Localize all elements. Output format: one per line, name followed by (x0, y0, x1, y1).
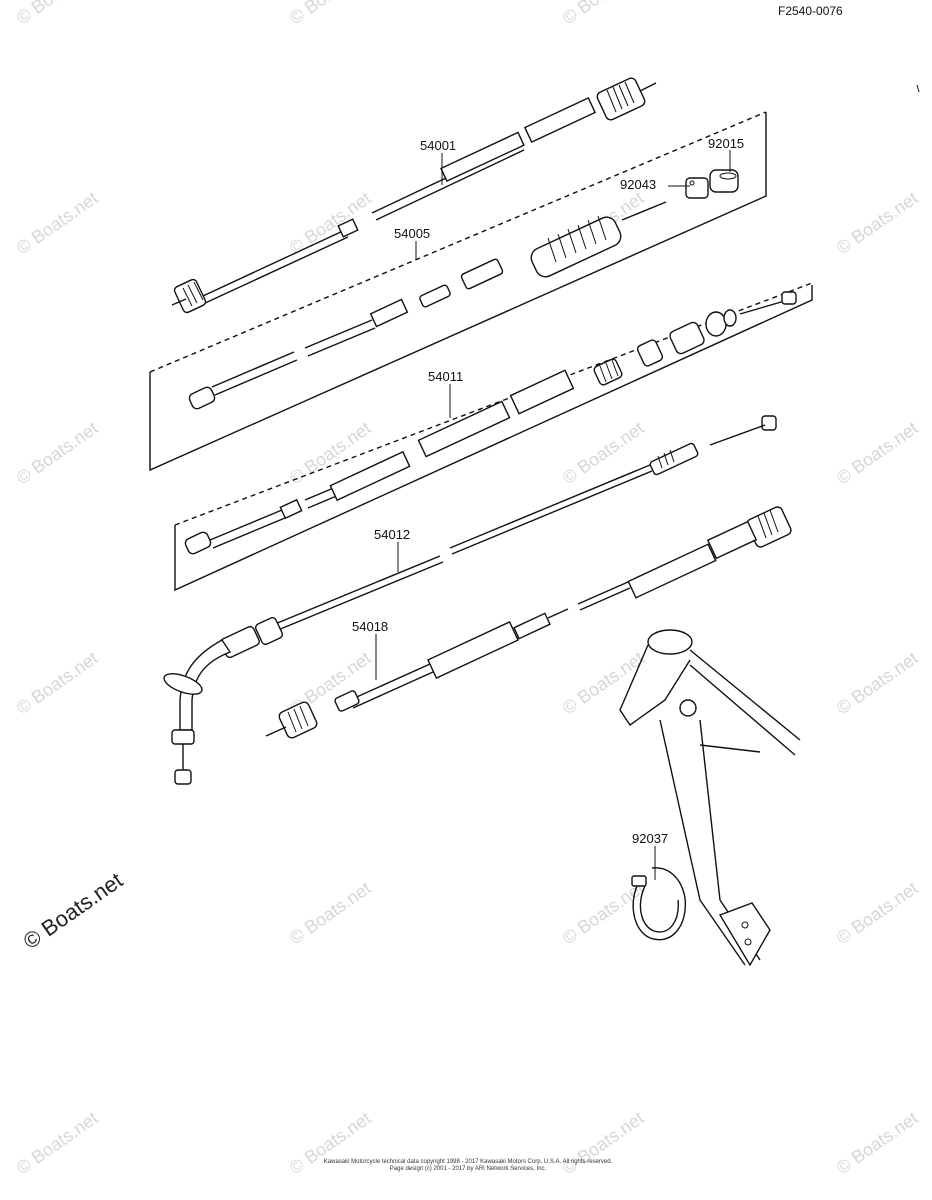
group-outline (174, 285, 813, 592)
watermark: © Boats.net (833, 188, 922, 258)
part-label-92015[interactable]: 92015 (708, 136, 744, 151)
group-outline-dashed (149, 111, 767, 373)
frame-section (619, 629, 801, 967)
watermark: © Boats.net (559, 648, 648, 718)
watermark: © Boats.net (559, 1108, 648, 1178)
watermark: © Boats.net (13, 418, 102, 488)
watermark: © Boats.net (833, 418, 922, 488)
watermark: © Boats.net (833, 878, 922, 948)
watermark: © Boats.net (833, 1108, 922, 1178)
part-92043-bushing[interactable] (685, 177, 709, 199)
part-label-54001[interactable]: 54001 (420, 138, 456, 153)
part-label-54011[interactable]: 54011 (428, 369, 463, 384)
watermark: © Boats.net (286, 0, 375, 28)
cable-group-tach (174, 282, 813, 592)
part-54001-cable[interactable] (171, 77, 657, 314)
watermark: © Boats.net (13, 0, 102, 28)
part-labels: 54001 92015 92043 54005 54011 54012 5401… (352, 136, 744, 846)
part-54011-cable[interactable] (184, 291, 797, 555)
part-92015-cap[interactable] (709, 169, 739, 193)
copyright-footer: Kawasaki Motorcycle technical data copyr… (324, 1159, 613, 1165)
document-code: F2540-0076 (778, 4, 843, 18)
part-label-54018[interactable]: 54018 (352, 619, 388, 634)
copyright-footer-design: Page design (c) 2001 - 2017 by ARI Netwo… (390, 1166, 547, 1172)
part-54018-cable[interactable] (265, 505, 793, 739)
cable-group-speedo (149, 77, 767, 472)
watermark: © Boats.net (286, 878, 375, 948)
part-label-54012[interactable]: 54012 (374, 527, 410, 542)
edge-mark (916, 84, 920, 93)
part-92037-clamp[interactable] (631, 867, 687, 941)
watermark: © Boats.net (13, 648, 102, 718)
watermark: © Boats.net (13, 1108, 102, 1178)
leader-lines (375, 150, 731, 880)
watermark: © Boats.net (13, 188, 102, 258)
part-54012-cable[interactable] (161, 415, 777, 785)
group-outline (149, 112, 767, 472)
watermark-prominent: © Boats.net (19, 867, 128, 954)
part-label-54005[interactable]: 54005 (394, 226, 430, 241)
part-label-92037[interactable]: 92037 (632, 831, 668, 846)
watermark: © Boats.net (833, 648, 922, 718)
watermark: © Boats.net (286, 188, 375, 258)
watermark: © Boats.net (559, 0, 648, 28)
part-label-92043[interactable]: 92043 (620, 177, 656, 192)
part-54005-cable[interactable] (188, 201, 667, 410)
watermark: © Boats.net (286, 1108, 375, 1178)
